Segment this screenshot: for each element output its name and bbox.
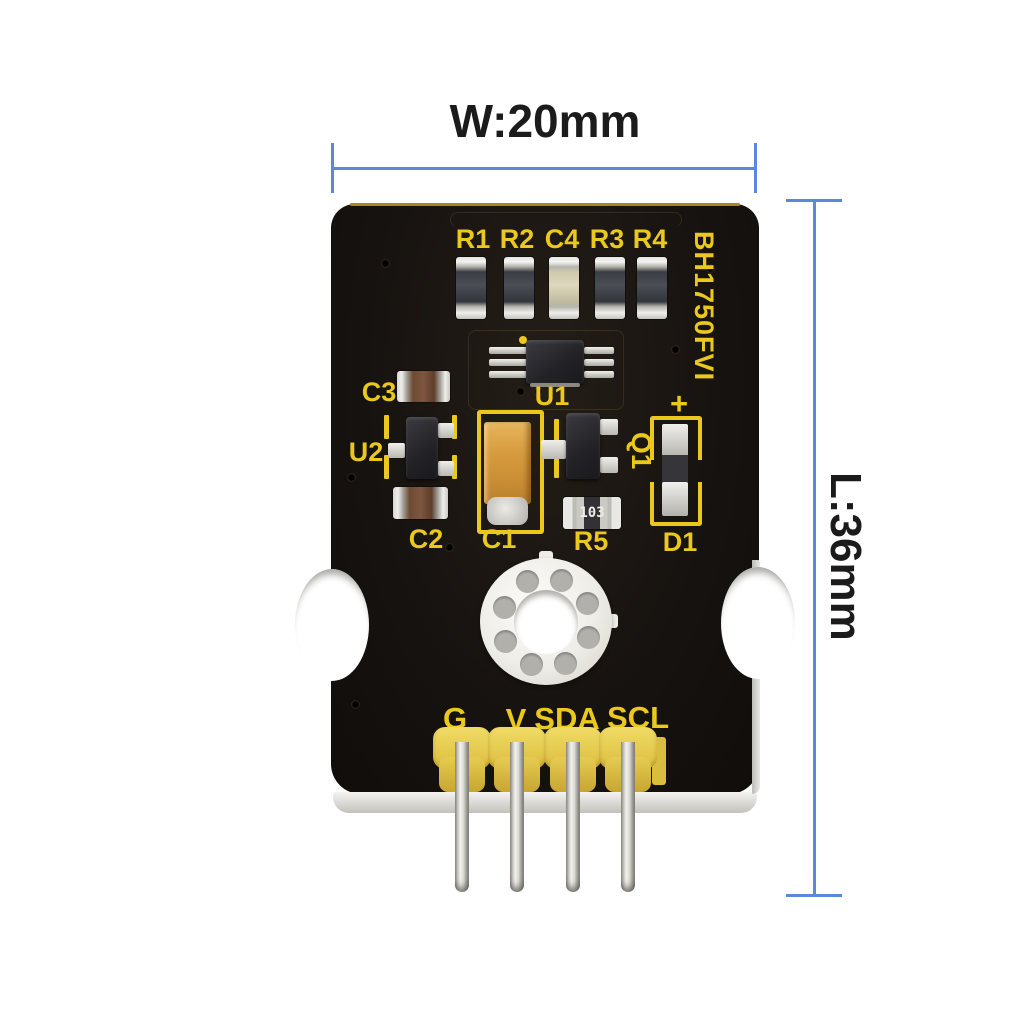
silkscreen-label-u1: U1	[534, 381, 570, 411]
via-hole	[706, 264, 715, 273]
pcb-trace	[468, 330, 624, 410]
u1-lead	[584, 359, 614, 366]
capacitor-c4	[549, 257, 579, 319]
silkscreen-label-c4: C4	[544, 224, 580, 254]
c1-solder-joint	[487, 497, 528, 525]
header-pin-scl	[621, 742, 635, 892]
capacitor-c3	[397, 371, 450, 402]
u1-lead	[584, 371, 614, 378]
u1-solder-strip	[530, 383, 580, 387]
q1-pad	[600, 419, 618, 435]
via-hole	[445, 543, 454, 552]
u1-lead	[489, 359, 527, 366]
mounting-hole	[514, 590, 578, 654]
ring-small-hole	[493, 596, 516, 619]
silkscreen-label-r4: R4	[632, 224, 668, 254]
d1-pad	[662, 482, 688, 516]
ring-small-hole	[577, 626, 600, 649]
silkscreen-label-r1: R1	[455, 224, 491, 254]
c1-silk-outline	[477, 410, 544, 534]
via-hole	[534, 387, 543, 396]
u2-pad	[388, 443, 405, 458]
length-dimension-label: L:36mm	[821, 472, 870, 641]
u1-pin1-dot	[519, 336, 527, 344]
q1-pad	[541, 440, 566, 459]
silkscreen-polarity-plus: +	[669, 386, 689, 421]
ring-small-hole	[576, 592, 599, 615]
silkscreen-label-q1: Q1	[626, 432, 657, 470]
capacitor-c1-tantalum	[484, 422, 531, 504]
pcb-top-gold-edge	[350, 203, 740, 206]
silkscreen-label-r5: R5	[573, 526, 609, 556]
via-hole	[351, 700, 360, 709]
resistor-r5: 103	[563, 497, 621, 529]
u2-silk-mark	[452, 415, 457, 439]
left-edge-notch	[295, 569, 369, 681]
u2-silk-mark	[384, 415, 389, 439]
via-hole	[516, 387, 525, 396]
u2-transistor-body	[406, 417, 438, 479]
q1-transistor-body	[566, 413, 600, 479]
silkscreen-label-d1: D1	[662, 527, 698, 557]
right-edge-notch	[721, 567, 795, 679]
diode-d1-body	[662, 455, 688, 485]
header-pin-gnd	[455, 742, 469, 892]
q1-silk-mark	[554, 456, 559, 478]
silkscreen-label-u2: U2	[348, 437, 384, 467]
via-hole	[381, 259, 390, 268]
ring-small-hole	[494, 630, 517, 653]
q1-pad	[600, 457, 618, 473]
u2-silk-mark	[384, 455, 389, 479]
u2-silk-mark	[452, 455, 457, 479]
silkscreen-ic-marking: BH1750FVI	[689, 231, 719, 382]
silkscreen-label-c1: C1	[481, 524, 517, 554]
u1-lead	[489, 347, 527, 354]
ring-small-hole	[516, 570, 539, 593]
d1-silk-bracket	[650, 416, 702, 460]
resistor-r1	[456, 257, 486, 319]
u1-chip-body	[526, 340, 584, 384]
header-pin-sda	[566, 742, 580, 892]
silkscreen-label-c3: C3	[361, 377, 397, 407]
d1-pad	[662, 424, 688, 458]
pcb-trace	[450, 212, 682, 227]
ring-small-hole	[554, 652, 577, 675]
u2-pad	[438, 423, 454, 438]
via-hole	[671, 345, 680, 354]
u2-pad	[438, 461, 454, 476]
length-dimension-line	[786, 199, 842, 897]
width-dimension-label: W:20mm	[449, 95, 641, 147]
resistor-r3	[595, 257, 625, 319]
q1-silk-mark	[554, 419, 559, 441]
pcb-bottom-silver-edge	[333, 792, 757, 813]
width-dimension-line	[331, 143, 757, 193]
header-pin-vcc	[510, 742, 524, 892]
r5-value-marking: 103	[579, 505, 605, 521]
silkscreen-label-c2: C2	[408, 524, 444, 554]
capacitor-c2	[393, 487, 448, 519]
resistor-r4	[637, 257, 667, 319]
u1-lead	[489, 371, 527, 378]
ring-small-hole	[520, 653, 543, 676]
via-hole	[347, 473, 356, 482]
silkscreen-label-r3: R3	[589, 224, 625, 254]
d1-silk-bracket	[650, 482, 702, 526]
silkscreen-label-r2: R2	[499, 224, 535, 254]
resistor-r2	[504, 257, 534, 319]
ring-small-hole	[550, 569, 573, 592]
u1-lead	[584, 347, 614, 354]
